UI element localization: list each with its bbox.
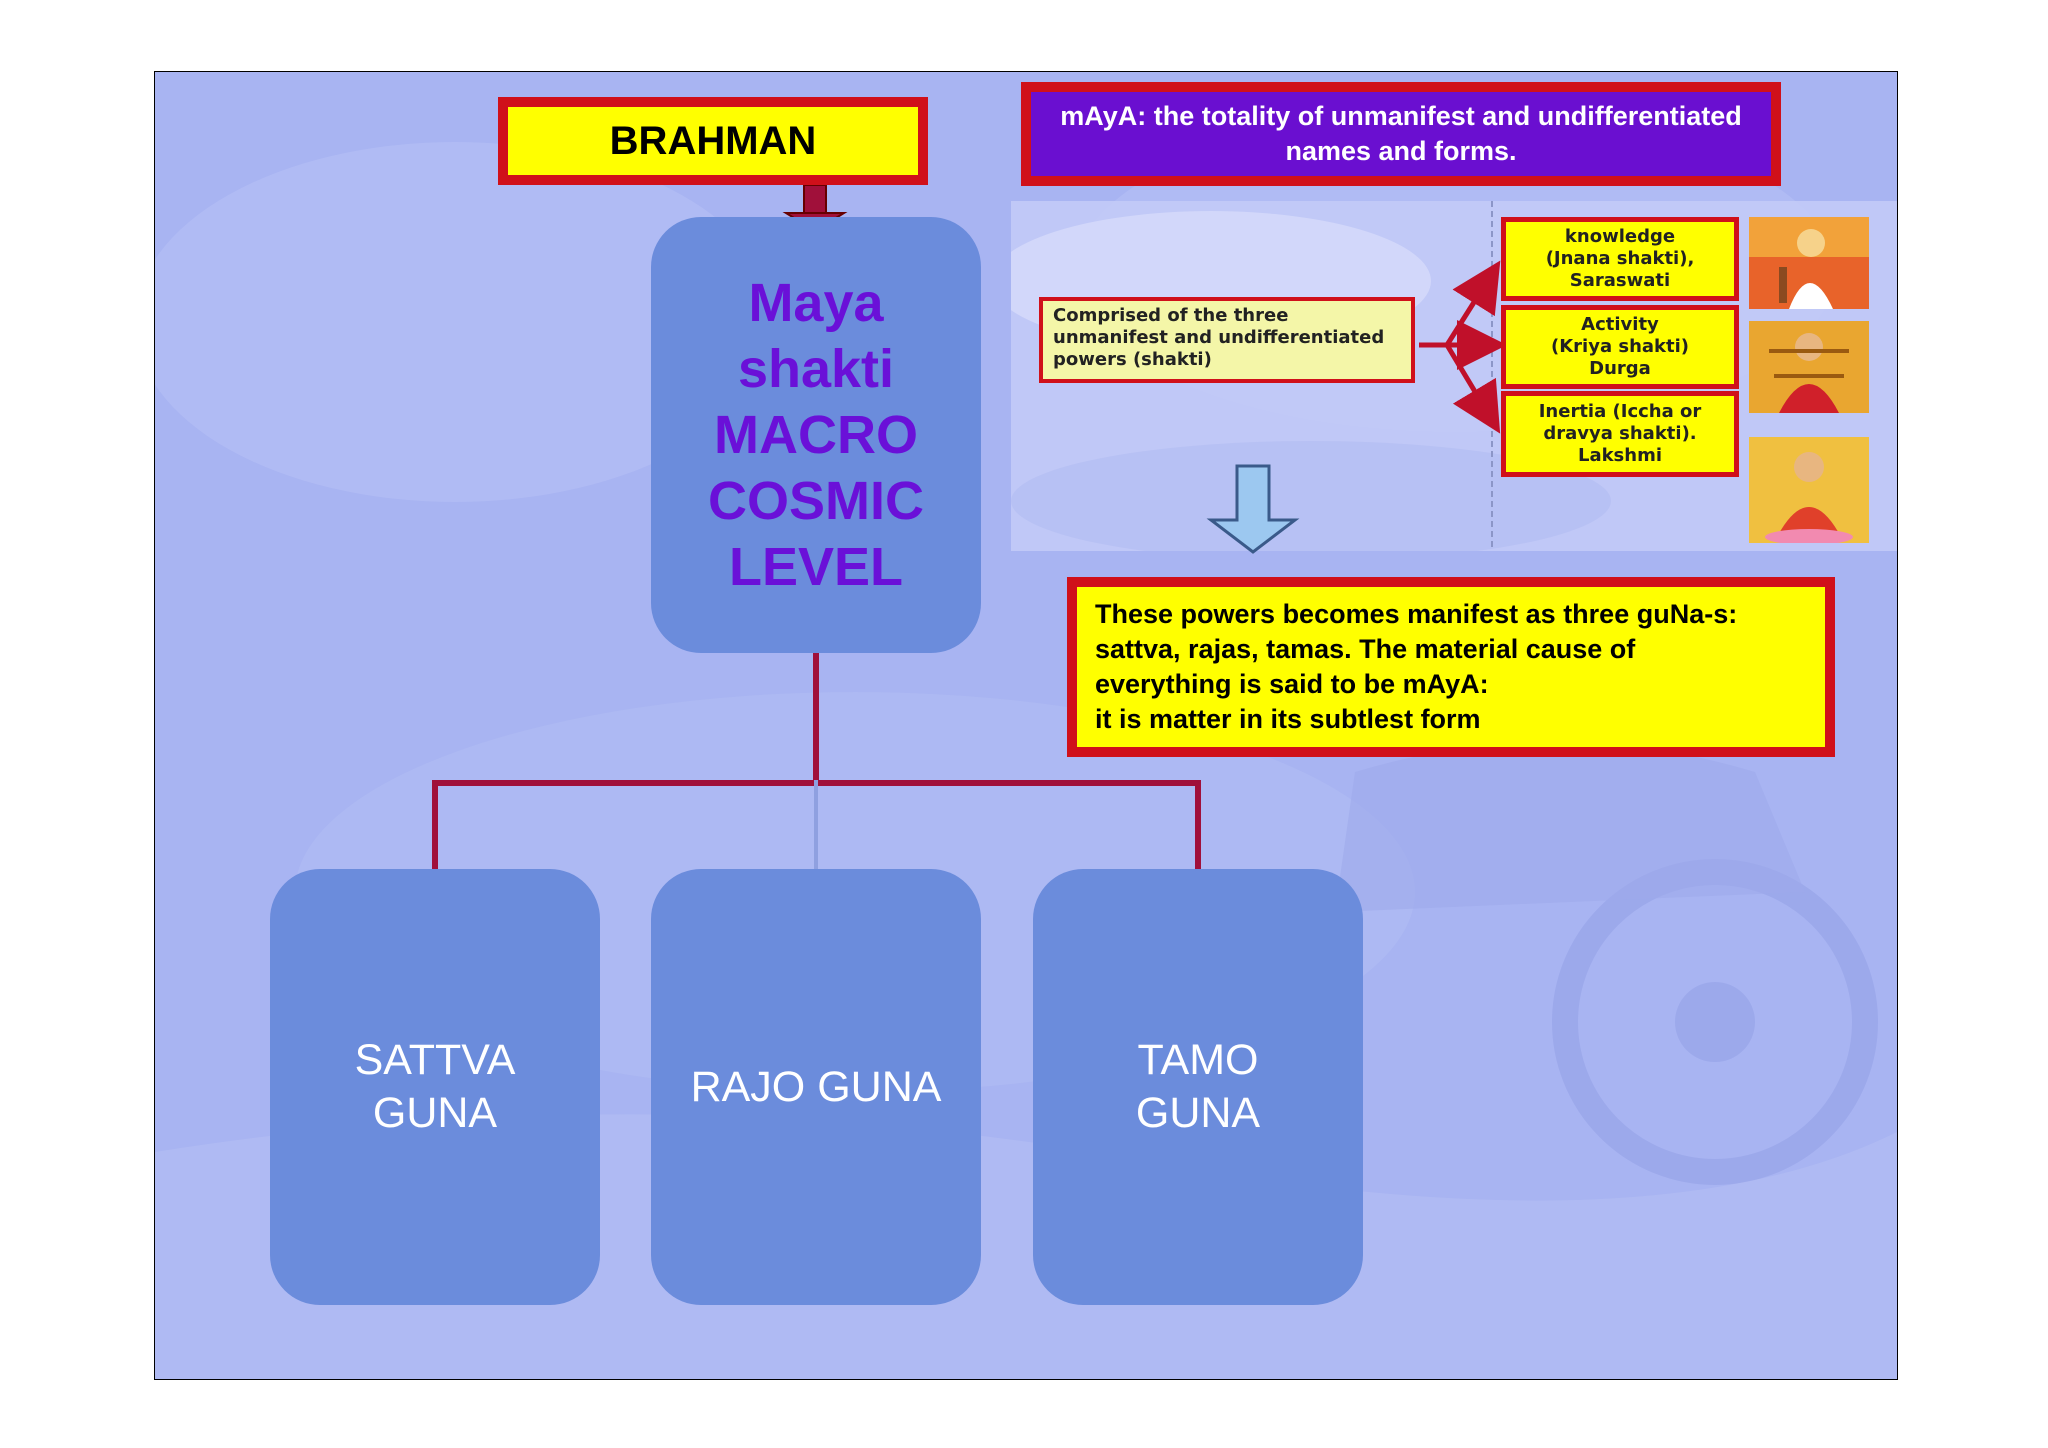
brahman-box: BRAHMAN	[498, 97, 928, 185]
jnana-shakti-box: knowledge (Jnana shakti), Saraswati	[1501, 217, 1739, 301]
guna-line: RAJO GUNA	[690, 1062, 942, 1111]
maya-shakti-box: Maya shakti MACRO COSMIC LEVEL	[651, 217, 981, 653]
shakti-line: (Jnana shakti),	[1545, 248, 1695, 269]
maya-box-line: LEVEL	[728, 537, 904, 597]
maya-box-line: Maya	[748, 273, 884, 333]
guna-line: SATTVA	[354, 1036, 516, 1084]
shakti-line: Activity	[1581, 314, 1659, 335]
guna-line: GUNA	[1135, 1089, 1261, 1137]
shakti-line: dravya shakti).	[1543, 423, 1697, 444]
shakti-line: knowledge	[1564, 226, 1676, 247]
tree-connectors	[432, 653, 1201, 869]
branch-arrows-icon	[1419, 260, 1505, 434]
maya-definition-box: mAyA: the totality of unmanifest and und…	[1021, 82, 1781, 186]
maya-box-line: COSMIC	[708, 471, 924, 531]
hollow-down-arrow-icon	[1206, 464, 1300, 554]
slide: BRAHMAN mAyA: the totality of unmanifest…	[154, 71, 1898, 1380]
comprised-box: Comprised of the three unmanifest and un…	[1039, 297, 1415, 383]
powers-line: everything is said to be mAyA:	[1095, 669, 1489, 699]
kriya-shakti-box: Activity (Kriya shakti) Durga	[1501, 305, 1739, 389]
saraswati-image	[1749, 217, 1869, 309]
iccha-shakti-box: Inertia (Iccha or dravya shakti). Lakshm…	[1501, 391, 1739, 477]
shakti-line: Lakshmi	[1577, 445, 1663, 466]
lakshmi-image	[1749, 437, 1869, 543]
rajo-guna-box: RAJO GUNA	[651, 869, 981, 1305]
shakti-line: Durga	[1589, 358, 1651, 379]
guna-line: TAMO	[1137, 1036, 1259, 1084]
powers-manifest-box: These powers becomes manifest as three g…	[1067, 577, 1835, 757]
maya-box-line: MACRO	[714, 405, 918, 465]
durga-image	[1749, 321, 1869, 413]
guna-line: GUNA	[372, 1089, 498, 1137]
shakti-line: (Kriya shakti)	[1550, 336, 1689, 357]
shakti-line: Saraswati	[1569, 270, 1671, 291]
maya-box-line: shakti	[737, 339, 895, 399]
shakti-line: Inertia (Iccha or	[1538, 401, 1702, 422]
sattva-guna-box: SATTVA GUNA	[270, 869, 600, 1305]
tamo-guna-box: TAMO GUNA	[1033, 869, 1363, 1305]
powers-line: These powers becomes manifest as three g…	[1095, 599, 1738, 629]
powers-line: sattva, rajas, tamas. The material cause…	[1095, 634, 1636, 664]
powers-line: it is matter in its subtlest form	[1095, 704, 1481, 734]
